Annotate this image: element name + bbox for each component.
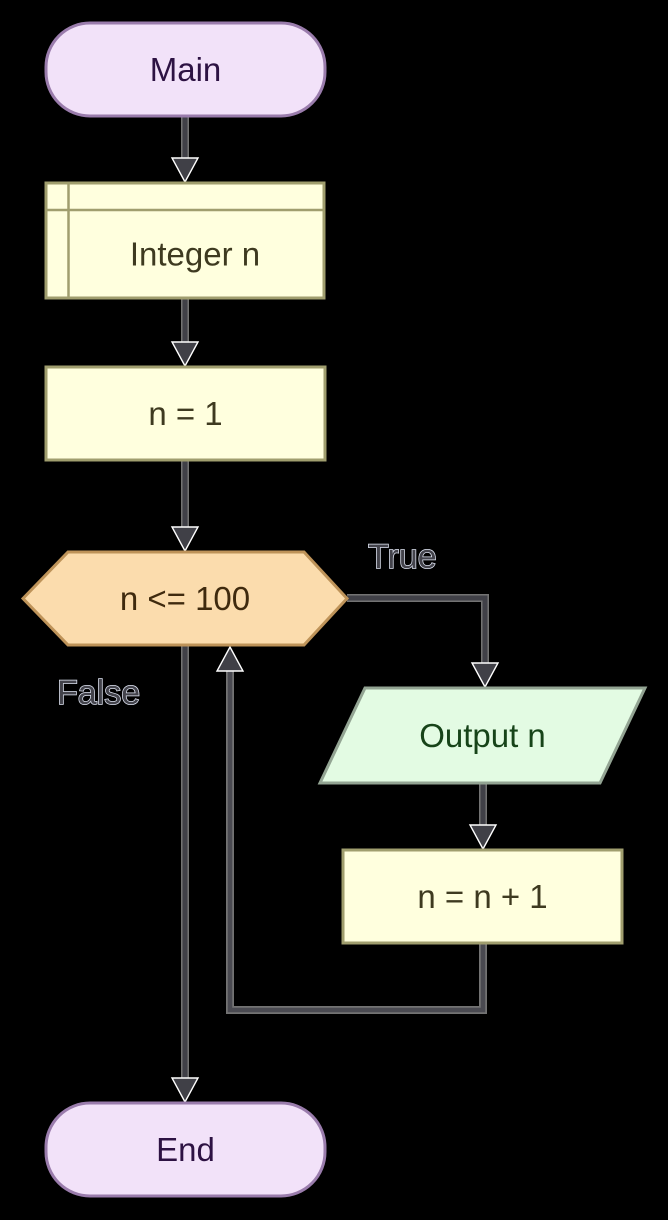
start-terminator-label: Main <box>150 51 222 88</box>
assignment-node-increment: n = n + 1 <box>341 848 624 945</box>
declare-label: Integer n <box>130 236 260 273</box>
arrow-false-branch <box>170 645 200 1104</box>
arrow-shaft <box>347 595 488 665</box>
decision-label: n <= 100 <box>120 580 250 617</box>
arrowhead-up-icon <box>215 645 245 672</box>
true-branch-label: True <box>368 538 437 576</box>
arrow-output-to-increment <box>468 783 498 851</box>
arrow-declare-to-init <box>170 298 200 368</box>
assignment-init-label: n = 1 <box>148 395 222 432</box>
start-terminator-node: Main <box>44 21 327 118</box>
arrow-halo <box>347 594 489 665</box>
arrowhead-down-icon <box>170 157 200 184</box>
output-label: Output n <box>419 717 546 754</box>
assignment-node-init: n = 1 <box>44 365 327 462</box>
assignment-init-shape <box>44 365 327 462</box>
declare-shape <box>44 181 326 300</box>
arrowhead-down-icon <box>170 341 200 368</box>
arrow-true-branch <box>347 594 500 689</box>
arrowhead-down-icon <box>468 824 498 851</box>
arrow-shaft <box>227 671 486 1013</box>
arrowhead-down-icon <box>470 662 500 689</box>
end-terminator-node: End <box>44 1101 327 1198</box>
arrowhead-down-icon <box>170 526 200 553</box>
output-node: Output n <box>317 686 648 785</box>
false-branch-label: False <box>57 674 140 712</box>
arrow-main-to-declare <box>170 116 200 184</box>
output-shape <box>317 686 648 785</box>
assignment-increment-shape <box>341 848 624 945</box>
end-terminator-label: End <box>156 1131 215 1168</box>
start-terminator-shape <box>44 21 327 118</box>
arrow-init-to-decision <box>170 460 200 553</box>
decision-shape <box>20 550 350 647</box>
assignment-increment-label: n = n + 1 <box>417 878 547 915</box>
end-terminator-shape <box>44 1101 327 1198</box>
declare-node: Integer n <box>44 181 326 300</box>
decision-node: n <= 100 <box>20 550 350 647</box>
arrow-loop-back <box>215 645 487 1014</box>
arrowhead-down-icon <box>170 1077 200 1104</box>
